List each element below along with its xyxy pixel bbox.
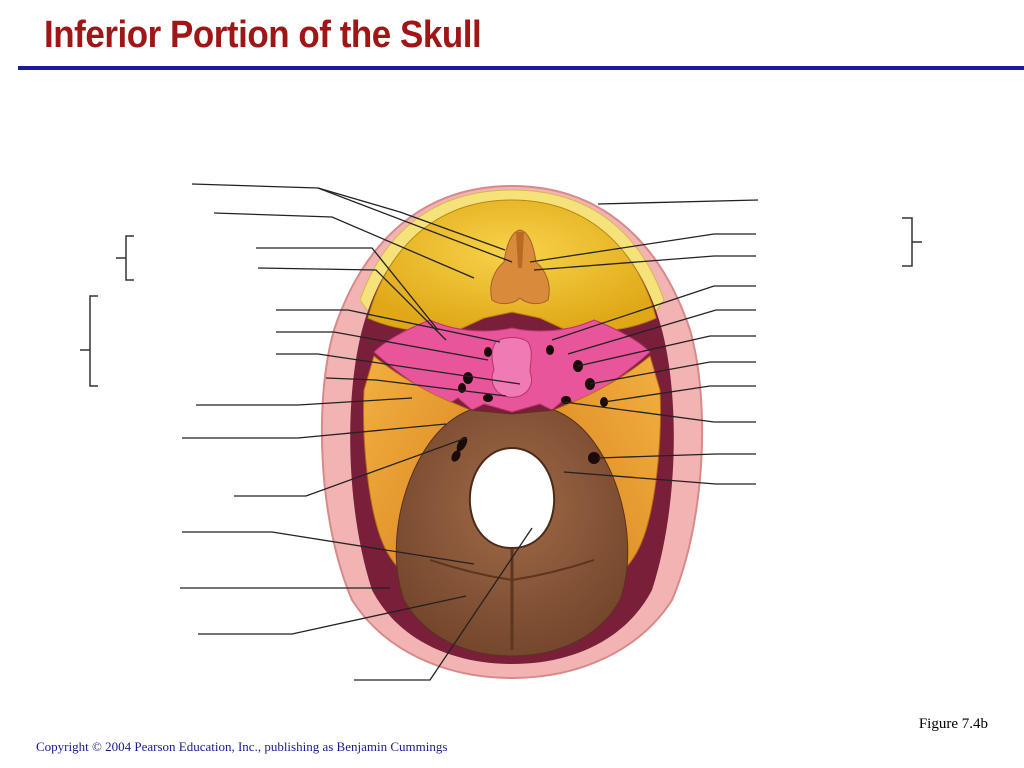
leader-line-l11 xyxy=(234,437,467,497)
foramen-right-1 xyxy=(546,345,554,355)
leader-line-l2 xyxy=(213,212,475,279)
leader-line-l8 xyxy=(325,377,507,397)
jugular-foramen-left-2 xyxy=(451,450,461,462)
leader-line-l5 xyxy=(276,309,501,343)
leader-line-l7 xyxy=(276,353,521,385)
occipital-ridge-right xyxy=(511,559,595,581)
leader-line-l1b xyxy=(317,187,506,251)
leader-line-l6 xyxy=(276,331,489,361)
leader-line-l4 xyxy=(257,267,447,341)
copyright-notice: Copyright © 2004 Pearson Education, Inc.… xyxy=(36,739,448,754)
title-rule xyxy=(18,66,1024,70)
crista-galli xyxy=(516,232,524,268)
jugular-foramen-left xyxy=(456,436,468,452)
foramen-magnum xyxy=(468,446,556,550)
leader-line-r10 xyxy=(597,453,756,459)
leader-line-r3 xyxy=(533,255,756,271)
leader-line-l12 xyxy=(182,531,475,565)
slide-title: Inferior Portion of the Skull xyxy=(44,14,482,56)
leader-line-r9 xyxy=(563,401,756,423)
bracket-left-upper xyxy=(125,235,134,281)
foramen-left-4 xyxy=(483,394,493,402)
leader-line-r7 xyxy=(589,361,756,385)
occipital-ridge-left xyxy=(429,559,513,581)
leader-line-l14 xyxy=(198,595,467,635)
leader-line-r5 xyxy=(567,309,756,355)
bracket-left-lower xyxy=(89,295,98,387)
leader-line-r6 xyxy=(577,335,756,367)
leader-line-r1 xyxy=(597,199,759,205)
jugular-foramen-right xyxy=(588,452,600,464)
bracket-right xyxy=(902,217,913,267)
leader-line-r11 xyxy=(563,471,756,485)
leader-line-l9 xyxy=(196,397,413,406)
leader-line-r4 xyxy=(551,285,756,341)
foramen-left-1 xyxy=(484,347,492,357)
foramina-group xyxy=(451,345,608,464)
leader-line-r8 xyxy=(603,385,756,403)
brackets xyxy=(80,217,922,387)
leader-line-r2 xyxy=(529,233,756,263)
leader-line-l3 xyxy=(256,247,439,331)
leader-lines-left xyxy=(180,183,533,681)
sella-turcica xyxy=(491,337,533,398)
leader-line-l10 xyxy=(182,423,447,439)
leader-line-l15 xyxy=(354,527,533,681)
foramen-left-2 xyxy=(463,372,473,384)
leader-lines-right xyxy=(529,199,759,485)
figure-caption: Figure 7.4b xyxy=(918,716,988,732)
